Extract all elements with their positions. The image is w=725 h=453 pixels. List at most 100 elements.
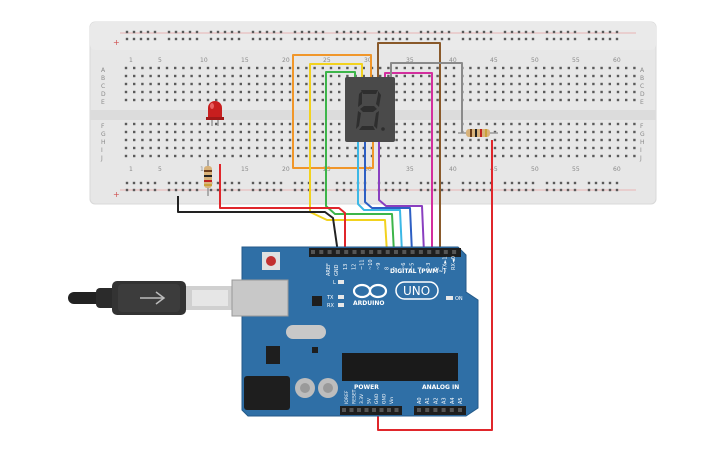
breadboard-hole[interactable] (616, 66, 620, 70)
breadboard-hole[interactable] (469, 146, 472, 150)
breadboard-hole[interactable] (297, 138, 300, 142)
rail-hole[interactable] (482, 188, 486, 192)
rail-hole[interactable] (398, 181, 402, 185)
breadboard-hole[interactable] (354, 66, 357, 70)
breadboard-hole[interactable] (510, 130, 513, 134)
header-pin[interactable] (427, 250, 432, 254)
rail-hole[interactable] (391, 37, 395, 41)
rail-hole[interactable] (195, 37, 199, 41)
breadboard-hole[interactable] (584, 90, 587, 94)
rail-hole[interactable] (510, 188, 514, 192)
breadboard-hole[interactable] (469, 90, 472, 94)
rail-hole[interactable] (440, 188, 444, 192)
breadboard-hole[interactable] (124, 138, 128, 142)
rail-hole[interactable] (503, 37, 507, 41)
breadboard-hole[interactable] (141, 130, 144, 134)
rail-hole[interactable] (524, 37, 528, 41)
rail-hole[interactable] (398, 188, 402, 192)
breadboard-hole[interactable] (395, 90, 398, 94)
breadboard-hole[interactable] (297, 98, 300, 102)
breadboard-hole[interactable] (149, 146, 152, 150)
breadboard-hole[interactable] (452, 146, 456, 150)
breadboard-hole[interactable] (518, 130, 521, 134)
breadboard-hole[interactable] (452, 82, 456, 86)
breadboard-hole[interactable] (190, 74, 193, 78)
breadboard-hole[interactable] (231, 66, 234, 70)
breadboard-hole[interactable] (526, 98, 529, 102)
header-pin[interactable] (458, 408, 462, 412)
rail-hole[interactable] (216, 188, 220, 192)
breadboard-hole[interactable] (165, 98, 169, 102)
breadboard-hole[interactable] (149, 138, 152, 142)
breadboard-hole[interactable] (149, 122, 152, 126)
breadboard-hole[interactable] (190, 138, 193, 142)
breadboard-hole[interactable] (239, 98, 242, 102)
rail-hole[interactable] (531, 30, 535, 34)
rail-hole[interactable] (132, 188, 136, 192)
breadboard-hole[interactable] (297, 146, 300, 150)
rail-hole[interactable] (615, 188, 619, 192)
breadboard-hole[interactable] (264, 66, 267, 70)
breadboard-hole[interactable] (395, 146, 398, 150)
breadboard-hole[interactable] (420, 90, 423, 94)
breadboard-hole[interactable] (395, 66, 398, 70)
rail-hole[interactable] (468, 188, 472, 192)
rail-hole[interactable] (132, 30, 136, 34)
rail-hole[interactable] (167, 30, 171, 34)
breadboard-hole[interactable] (567, 154, 570, 158)
breadboard-hole[interactable] (411, 122, 415, 126)
breadboard-hole[interactable] (633, 74, 636, 78)
rail-hole[interactable] (419, 30, 423, 34)
rail-hole[interactable] (475, 37, 479, 41)
breadboard-hole[interactable] (633, 122, 636, 126)
breadboard-hole[interactable] (149, 74, 152, 78)
breadboard-hole[interactable] (288, 122, 292, 126)
breadboard-hole[interactable] (329, 146, 333, 150)
breadboard-hole[interactable] (420, 82, 423, 86)
rail-hole[interactable] (174, 30, 178, 34)
breadboard-hole[interactable] (616, 90, 620, 94)
breadboard-hole[interactable] (379, 146, 382, 150)
rail-hole[interactable] (188, 30, 192, 34)
rail-hole[interactable] (125, 37, 129, 41)
breadboard-hole[interactable] (436, 90, 439, 94)
breadboard-hole[interactable] (420, 138, 423, 142)
breadboard-hole[interactable] (387, 66, 390, 70)
breadboard-hole[interactable] (461, 154, 464, 158)
breadboard-hole[interactable] (206, 154, 210, 158)
breadboard-hole[interactable] (239, 90, 242, 94)
breadboard-hole[interactable] (543, 122, 546, 126)
breadboard-hole[interactable] (551, 154, 554, 158)
breadboard-hole[interactable] (264, 74, 267, 78)
breadboard-hole[interactable] (288, 90, 292, 94)
rail-hole[interactable] (258, 181, 262, 185)
breadboard-hole[interactable] (223, 138, 226, 142)
breadboard-hole[interactable] (428, 66, 431, 70)
breadboard-hole[interactable] (124, 122, 128, 126)
breadboard-hole[interactable] (338, 98, 341, 102)
breadboard-hole[interactable] (338, 154, 341, 158)
rail-hole[interactable] (342, 30, 346, 34)
rail-hole[interactable] (265, 181, 269, 185)
breadboard-hole[interactable] (297, 82, 300, 86)
breadboard-hole[interactable] (469, 82, 472, 86)
breadboard-hole[interactable] (551, 138, 554, 142)
breadboard-hole[interactable] (633, 146, 636, 150)
rail-hole[interactable] (363, 37, 367, 41)
rail-hole[interactable] (552, 37, 556, 41)
rail-hole[interactable] (279, 37, 283, 41)
rail-hole[interactable] (279, 188, 283, 192)
breadboard-hole[interactable] (403, 154, 406, 158)
breadboard-hole[interactable] (493, 66, 497, 70)
rail-hole[interactable] (433, 37, 437, 41)
breadboard-hole[interactable] (149, 82, 152, 86)
breadboard-hole[interactable] (124, 146, 128, 150)
rail-hole[interactable] (209, 37, 213, 41)
rail-hole[interactable] (265, 188, 269, 192)
breadboard-hole[interactable] (452, 74, 456, 78)
header-pin[interactable] (357, 408, 361, 412)
rail-hole[interactable] (300, 30, 304, 34)
rail-hole[interactable] (447, 37, 451, 41)
breadboard-hole[interactable] (616, 98, 620, 102)
breadboard-hole[interactable] (411, 154, 415, 158)
